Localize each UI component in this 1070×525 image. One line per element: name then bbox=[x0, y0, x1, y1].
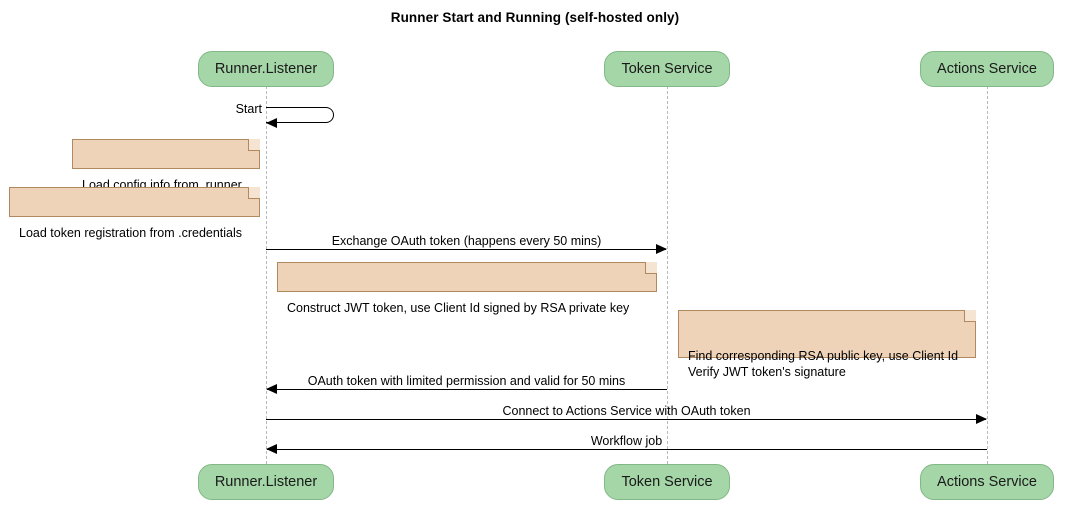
participant-actions-top[interactable]: Actions Service bbox=[920, 51, 1054, 87]
note-load-config-info: Load config info from .runner bbox=[72, 139, 260, 192]
message-self-loop-start bbox=[266, 107, 334, 123]
arrowhead-workflow-job bbox=[266, 444, 277, 454]
participant-runner-bottom[interactable]: Runner.Listener bbox=[198, 464, 334, 500]
message-label-workflow-job: Workflow job bbox=[590, 434, 663, 448]
participant-label: Token Service bbox=[621, 474, 713, 490]
note-fold-icon bbox=[248, 187, 260, 199]
participant-label: Actions Service bbox=[937, 61, 1037, 77]
note-construct-jwt-token: Construct JWT token, use Client Id signe… bbox=[277, 262, 657, 315]
lifeline-runner bbox=[266, 86, 267, 464]
arrowhead-exchange-oauth-token bbox=[656, 244, 667, 254]
note-text: Load token registration from .credential… bbox=[19, 226, 243, 240]
participant-label: Runner.Listener bbox=[214, 474, 318, 490]
arrowhead-connect-to-actions-service bbox=[976, 414, 987, 424]
participant-token-top[interactable]: Token Service bbox=[604, 51, 730, 87]
participant-label: Runner.Listener bbox=[214, 61, 318, 77]
message-label-exchange-oauth-token: Exchange OAuth token (happens every 50 m… bbox=[331, 234, 602, 248]
arrowhead-start bbox=[266, 118, 277, 128]
note-load-token-registration: Load token registration from .credential… bbox=[9, 187, 260, 240]
participant-token-bottom[interactable]: Token Service bbox=[604, 464, 730, 500]
message-line-oauth-token-response bbox=[267, 389, 667, 390]
lifeline-token bbox=[667, 86, 668, 464]
message-line-exchange-oauth-token bbox=[266, 249, 666, 250]
participant-label: Actions Service bbox=[937, 474, 1037, 490]
note-text: Find corresponding RSA public key, use C… bbox=[688, 349, 959, 379]
participant-runner-top[interactable]: Runner.Listener bbox=[198, 51, 334, 87]
note-fold-icon bbox=[248, 139, 260, 151]
message-line-connect-to-actions-service bbox=[266, 419, 986, 420]
message-label-connect-to-actions-service: Connect to Actions Service with OAuth to… bbox=[502, 404, 751, 418]
note-text: Construct JWT token, use Client Id signe… bbox=[287, 301, 630, 315]
message-line-workflow-job bbox=[267, 449, 987, 450]
note-fold-icon bbox=[964, 310, 976, 322]
note-verify-jwt-token: Find corresponding RSA public key, use C… bbox=[678, 310, 976, 379]
arrowhead-oauth-token-response bbox=[266, 384, 277, 394]
message-label-oauth-token-response: OAuth token with limited permission and … bbox=[307, 374, 626, 388]
page-title: Runner Start and Running (self-hosted on… bbox=[390, 10, 680, 25]
participant-actions-bottom[interactable]: Actions Service bbox=[920, 464, 1054, 500]
note-fold-icon bbox=[645, 262, 657, 274]
lifeline-actions bbox=[987, 86, 988, 464]
message-label-start: Start bbox=[235, 102, 262, 116]
participant-label: Token Service bbox=[621, 61, 713, 77]
